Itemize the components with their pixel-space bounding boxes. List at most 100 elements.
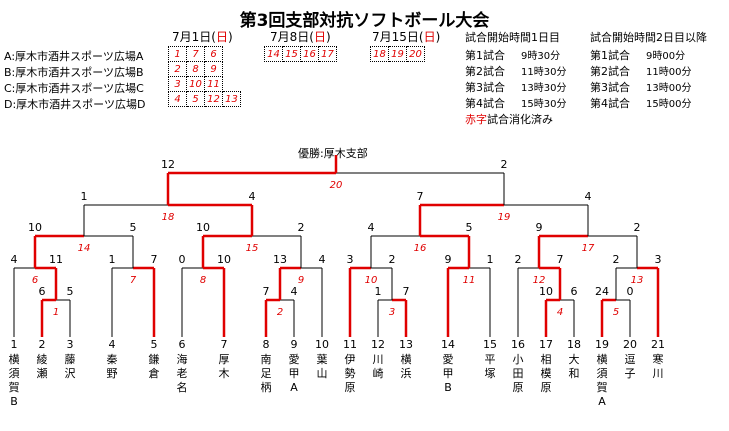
team-number: 16 — [511, 338, 525, 351]
team-name-char: 寒 — [653, 352, 664, 366]
match-number: 6 — [32, 275, 38, 286]
team-name-char: 厚 — [219, 353, 230, 366]
match-score-right: 3 — [655, 253, 662, 266]
team-name-char: 野 — [107, 367, 118, 380]
page-title: 第3回支部対抗ソフトボール大会 — [239, 11, 490, 31]
team-name-char: 川 — [653, 367, 664, 380]
team-name-char: 和 — [569, 367, 580, 380]
team-name-char: 愛 — [443, 353, 454, 366]
match-score-left: 4 — [368, 221, 375, 234]
match-score-right: 10 — [217, 253, 231, 266]
match-number: 19 — [498, 212, 511, 223]
match-score-left: 0 — [179, 253, 186, 266]
team-number: 12 — [371, 338, 385, 351]
team-name-char: 原 — [541, 381, 552, 394]
match-score-right: 4 — [249, 190, 256, 203]
match-score-right: 4 — [319, 253, 326, 266]
match-score-right: 5 — [67, 285, 74, 298]
match-score-right: 2 — [298, 221, 305, 234]
match-number: 4 — [557, 307, 563, 318]
team-name-char: 模 — [541, 367, 552, 380]
match-score-left: 13 — [273, 253, 287, 266]
team-name-char: 田 — [513, 367, 524, 380]
match-number: 12 — [533, 275, 546, 286]
team-name-char: 名 — [177, 380, 188, 394]
team-name-char: 倉 — [149, 366, 160, 380]
match-score-right: 7 — [151, 253, 158, 266]
team-name-char: 賀 — [9, 381, 20, 394]
match-score-left: 7 — [417, 190, 424, 203]
match-score-right: 5 — [130, 221, 137, 234]
match-score-left: 6 — [39, 285, 46, 298]
team-name-char: 綾 — [37, 353, 48, 366]
match-score-right: 4 — [585, 190, 592, 203]
team-name-char: 秦 — [107, 352, 118, 366]
team-number: 4 — [109, 338, 116, 351]
match-score-left: 1 — [109, 253, 116, 266]
match-number: 17 — [582, 243, 595, 254]
team-name-char: 甲 — [289, 367, 300, 380]
match-score-left: 4 — [11, 253, 18, 266]
match-number: 11 — [463, 275, 476, 286]
team-name-char: 山 — [317, 367, 328, 380]
match-score-left: 10 — [539, 285, 553, 298]
team-number: 6 — [179, 338, 186, 351]
team-number: 21 — [651, 338, 665, 351]
venue-d: D:厚木市酒井スポーツ広場D — [4, 98, 146, 111]
team-name-char: 横 — [9, 352, 20, 366]
match-score-right: 11 — [49, 253, 63, 266]
match-score-left: 10 — [196, 221, 210, 234]
match-score-left: 12 — [161, 158, 175, 171]
venue-b: B:厚木市酒井スポーツ広場B — [4, 66, 144, 79]
match-score-left: 2 — [613, 253, 620, 266]
team-number: 18 — [567, 338, 581, 351]
match-number: 15 — [246, 243, 259, 254]
team-name-char: 瀬 — [37, 366, 48, 380]
match-number: 8 — [200, 275, 206, 286]
team-name-char: 原 — [513, 381, 524, 394]
team-number: 1 — [11, 338, 18, 351]
team-name-char: 崎 — [373, 366, 384, 380]
team-name-char: 海 — [177, 352, 188, 366]
team-number: 13 — [399, 338, 413, 351]
match-number: 14 — [78, 243, 91, 254]
match-score-right: 7 — [557, 253, 564, 266]
match-score-left: 1 — [81, 190, 88, 203]
team-name-char: B — [444, 381, 452, 394]
date-day2: 7月8日(日) — [270, 30, 331, 44]
match-number: 16 — [414, 243, 427, 254]
team-number: 9 — [291, 338, 298, 351]
match-score-right: 1 — [487, 253, 494, 266]
match-score-left: 9 — [536, 221, 543, 234]
team-number: 2 — [39, 338, 46, 351]
team-name-char: 原 — [345, 381, 356, 394]
team-name-char: 須 — [9, 367, 20, 380]
match-number: 1 — [53, 307, 59, 318]
match-score-right: 2 — [501, 158, 508, 171]
team-name-char: 鎌 — [149, 352, 160, 366]
match-score-right: 7 — [403, 285, 410, 298]
team-number: 14 — [441, 338, 455, 351]
match-number: 18 — [162, 212, 175, 223]
team-name-char: 逗 — [625, 353, 636, 366]
team-number: 5 — [151, 338, 158, 351]
team-name-char: 勢 — [345, 366, 356, 380]
team-name-char: 小 — [513, 353, 524, 366]
team-number: 15 — [483, 338, 497, 351]
team-name-char: 相 — [541, 353, 552, 366]
match-score-right: 4 — [291, 285, 298, 298]
team-name-char: 須 — [597, 367, 608, 380]
team-name-char: B — [10, 395, 18, 408]
match-number: 2 — [277, 307, 283, 318]
match-number: 20 — [330, 180, 343, 191]
team-name-char: 老 — [177, 367, 188, 380]
match-score-right: 2 — [634, 221, 641, 234]
team-name-char: 甲 — [443, 367, 454, 380]
match-score-right: 0 — [627, 285, 634, 298]
venue-c: C:厚木市酒井スポーツ広場C — [4, 82, 144, 95]
team-name-char: 横 — [401, 352, 412, 366]
